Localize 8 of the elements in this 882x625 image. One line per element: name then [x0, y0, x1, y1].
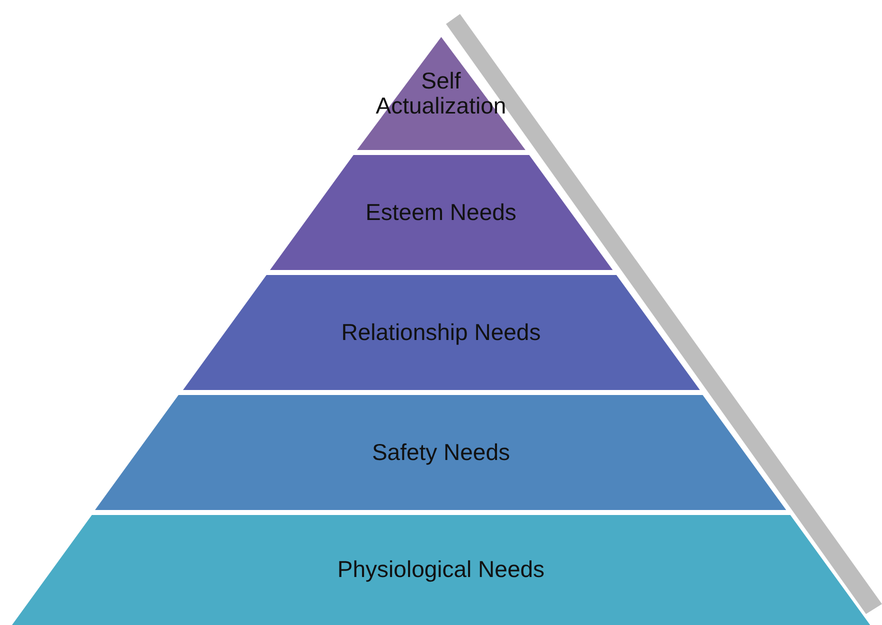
tier-label: Esteem Needs [366, 200, 516, 226]
pyramid-tier [95, 395, 787, 510]
tier-label: Physiological Needs [337, 557, 545, 583]
pyramid-tier [182, 275, 700, 390]
tier-label: Relationship Needs [341, 320, 541, 346]
pyramid-tier [12, 515, 870, 625]
tier-label: Safety Needs [372, 440, 510, 466]
pyramid-tier [270, 155, 612, 270]
